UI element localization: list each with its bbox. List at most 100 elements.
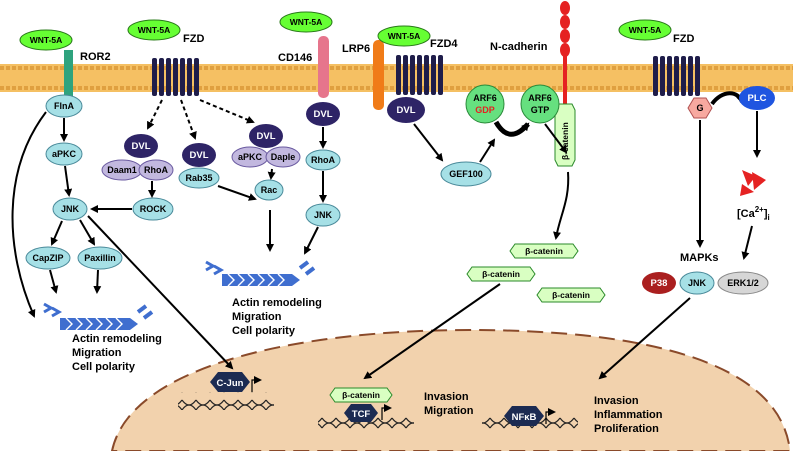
jnk-node [679,271,715,295]
svg-text:DVL: DVL [190,150,209,161]
g-protein [687,97,713,119]
mapks-label: MAPKs [680,252,719,264]
capzip-node [25,246,71,270]
fzd-label: FZD [183,33,204,45]
svg-text:DVL: DVL [257,131,276,142]
arf6-gtp-node [520,84,560,124]
jnk-node [305,203,341,227]
svg-text:aPKC: aPKC [52,149,77,159]
wnt5a-label: WNT-5A [290,17,323,27]
svg-text:ERK1/2: ERK1/2 [727,278,759,288]
outcome-invasion: Invasion [594,395,639,407]
svg-text:C-Jun: C-Jun [217,378,244,389]
dvl-node [124,134,158,158]
outcome-invasion: Invasion [424,391,469,403]
tcf-node [344,404,378,422]
outcome-proliferation: Proliferation [594,423,659,435]
calcium-icon [740,170,766,196]
outcome-actin-remodeling: Actin remodeling [72,333,162,345]
svg-text:PLC: PLC [748,93,767,104]
beta-catenin-nuclear [329,387,393,403]
c-jun-node [210,372,250,392]
lrp6-receptor [373,40,384,110]
dna-strand-1 [178,392,274,410]
svg-text:JNK: JNK [61,204,80,214]
svg-text:Daple: Daple [271,152,296,162]
svg-text:TCF: TCF [352,409,371,420]
svg-text:FlnA: FlnA [54,101,74,111]
svg-text:GTP: GTP [531,105,550,115]
svg-text:DVL: DVL [314,109,333,120]
svg-text:aPKC: aPKC [238,152,263,162]
outcome-cell-polarity: Cell polarity [72,361,136,373]
svg-text:JNK: JNK [314,210,333,220]
outcome-actin-remodeling: Actin remodeling [232,297,322,309]
rac-node [254,179,284,201]
rhoa-node [138,159,174,181]
wnt5a-label: WNT-5A [138,25,171,35]
n-cadherin-receptor [560,1,570,116]
outcome-migration: Migration [424,405,474,417]
svg-text:β-catenin: β-catenin [342,390,380,400]
dvl-node [387,97,425,123]
cd146-label: CD146 [278,52,312,64]
outcome-inflammation: Inflammation [594,409,663,421]
svg-text:RhoA: RhoA [311,155,335,165]
fzd-receptor-1 [152,58,199,96]
fzd-receptor-2 [653,56,700,96]
rhoa-node [305,149,341,171]
wnt5a-ligand [618,19,672,41]
plc-node [739,86,775,110]
svg-text:NFκB: NFκB [512,412,537,423]
svg-text:β-catenin: β-catenin [525,246,563,256]
rab35-node [178,167,220,189]
daple-node [265,146,301,168]
svg-text:β-catenin: β-catenin [482,269,520,279]
actin-filament-1 [43,302,154,331]
nfkb-node [504,406,544,426]
fzd-label: FZD [673,33,694,45]
paxillin-node [77,246,123,270]
outcome-cell-polarity: Cell polarity [232,325,296,337]
fzd4-label: FZD4 [430,38,458,50]
wnt5a-label: WNT-5A [629,25,662,35]
bound-beta-catenin: β-catenin [554,103,576,167]
actin-filament-2 [205,260,316,287]
svg-text:DVL: DVL [132,141,151,152]
fzd4-receptor [396,55,443,95]
n-cadherin-label: N-cadherin [490,41,548,53]
svg-text:DVL: DVL [397,105,416,116]
svg-text:Daam1: Daam1 [107,165,137,175]
svg-text:Paxillin: Paxillin [84,253,116,263]
wnt5a-ligand [279,11,333,33]
wnt5a-ligand [377,25,431,47]
ror2-label: ROR2 [80,51,111,63]
svg-text:ROCK: ROCK [140,204,167,214]
svg-text:Rab35: Rab35 [185,173,212,183]
dvl-node [182,143,216,167]
wnt5a-label: WNT-5A [388,31,421,41]
beta-catenin-free-3: β-catenin [536,287,606,303]
jnk-node [52,197,88,221]
svg-text:GDP: GDP [475,105,495,115]
svg-text:RhoA: RhoA [144,165,168,175]
svg-text:GEF100: GEF100 [449,169,483,179]
svg-text:G: G [696,103,703,113]
wnt5a-ligand [19,29,73,51]
wnt5a-ligand [127,19,181,41]
svg-text:Rac: Rac [261,185,278,195]
outcome-migration: Migration [72,347,122,359]
dvl-node [249,124,283,148]
calcium-label: [Ca2+]i [737,205,770,222]
p38-node [642,272,676,294]
svg-text:P38: P38 [651,278,668,289]
svg-text:ARF6: ARF6 [528,93,552,103]
svg-text:ARF6: ARF6 [473,93,497,103]
svg-text:JNK: JNK [688,278,707,288]
beta-catenin-free-1: β-catenin [509,243,579,259]
apkc-node [45,142,83,166]
flna-node [45,94,83,118]
dvl-node [306,102,340,126]
lrp6-label: LRP6 [342,43,370,55]
